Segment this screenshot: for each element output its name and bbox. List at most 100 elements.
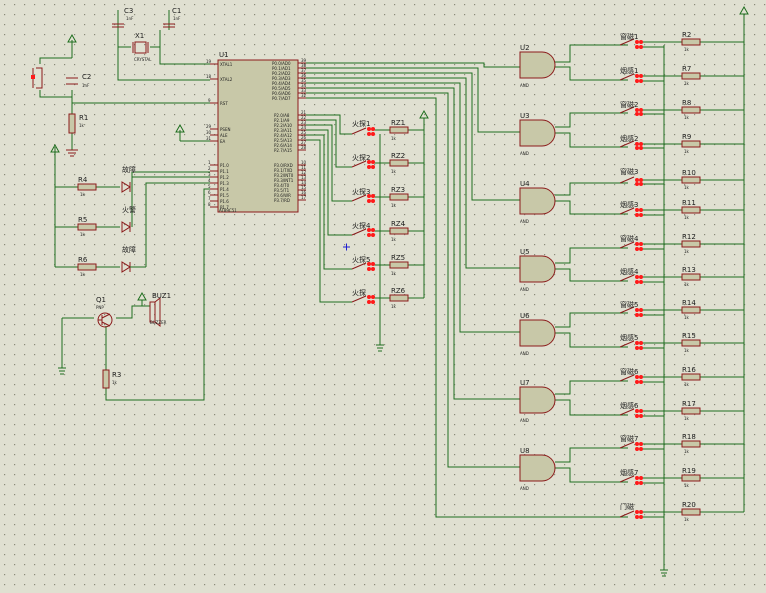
pin-num-2: 2: [208, 166, 211, 171]
u8-part: AND: [520, 486, 529, 491]
pin-num-10: 10: [301, 160, 307, 165]
pin-num-24: 24: [301, 125, 307, 130]
and-gates[interactable]: U2 U3 U4 U5 U6 U7 U8 AND AND AND AND AND…: [306, 44, 628, 518]
pin-num-16: 16: [301, 190, 307, 195]
u1-microcontroller[interactable]: U1 AT89C51 XTAL1 XTAL2 RST PSEN ALE EA P…: [206, 51, 307, 213]
window-sensor-5-label: 窗磁5: [620, 300, 638, 309]
reset-circuit[interactable]: C2 1nF R1 1k: [31, 33, 210, 157]
led-fault-2-label: 故障: [122, 245, 136, 254]
c1-label: C1: [172, 7, 181, 15]
pin-rst-label: RST: [220, 101, 228, 106]
window-sensor-3-label: 窗磁3: [620, 167, 638, 176]
pin-p16-label: P1.6: [220, 199, 229, 204]
cursor-crosshair: [343, 243, 350, 251]
window-sensor-4-label: 窗磁4: [620, 234, 639, 243]
pin-num-37: 37: [301, 68, 307, 73]
window-sensor-6-label: 窗磁6: [620, 367, 639, 376]
u3-label: U3: [520, 112, 530, 120]
rz3-value: 1k: [391, 203, 397, 208]
pin-num-26: 26: [301, 135, 307, 140]
r3-label: R3: [112, 371, 121, 379]
rz1-label: RZ1: [391, 119, 405, 127]
pin-p21-label: P2.1/A9: [274, 118, 290, 123]
q1-label: Q1: [96, 296, 106, 304]
rz4-label: RZ4: [391, 220, 406, 228]
r5-value: 1k: [80, 232, 86, 237]
pin-p14-label: P1.4: [220, 187, 229, 192]
pin-p00-label: P0.0/AD0: [272, 61, 291, 66]
r6-value: 1k: [80, 272, 86, 277]
pin-p05-label: P0.5/AD5: [272, 86, 291, 91]
pin-ale-label: ALE: [220, 133, 228, 138]
smoke-sensor-4-label: 烟感4: [620, 267, 639, 276]
r8-label: R8: [682, 99, 691, 107]
pin-num-19: 19: [206, 59, 212, 64]
u4-label: U4: [520, 180, 530, 188]
u5-label: U5: [520, 248, 530, 256]
pin-num-39: 39: [301, 58, 307, 63]
rz3-label: RZ3: [391, 186, 405, 194]
pin-p27-label: P2.7/A15: [274, 148, 292, 153]
pin-p01-label: P0.1/AD1: [272, 66, 291, 71]
r14-label: R14: [682, 299, 696, 307]
q1-part: PNP: [96, 305, 104, 310]
u7-part: AND: [520, 418, 529, 423]
pin-num-38: 38: [301, 63, 307, 68]
u6-part: AND: [520, 351, 529, 356]
pin-num-5: 5: [208, 184, 211, 189]
u1-label: U1: [219, 51, 229, 59]
rz4-value: 1k: [391, 237, 397, 242]
r2-label: R2: [682, 31, 691, 39]
pin-num-1: 1: [208, 160, 211, 165]
pin-p06-label: P0.6/AD6: [272, 91, 291, 96]
sensor-switches[interactable]: 窗磁1 烟感1 窗磁2 烟感2 窗磁3 烟感3 窗磁4 烟感4 窗磁5 烟感5 …: [612, 5, 749, 577]
window-sensor-2-label: 窗磁2: [620, 100, 638, 109]
pin-num-28: 28: [301, 145, 307, 150]
smoke-sensor-3-label: 烟感3: [620, 200, 638, 209]
pin-num-35: 35: [301, 78, 307, 83]
r10-value: 1k: [684, 185, 690, 190]
fire-detector-2-label: 火探2: [352, 153, 370, 162]
r11-value: 1k: [684, 215, 690, 220]
buzzer-circuit[interactable]: Q1 PNP R3 1k BUZ1 BUZZER: [58, 188, 210, 401]
r12-value: 1k: [684, 249, 690, 254]
pin-p15-label: P1.5: [220, 193, 229, 198]
r19-label: R19: [682, 467, 696, 475]
pin-p26-label: P2.6/A14: [274, 143, 292, 148]
oscillator-circuit[interactable]: C3 1nF C1 1nF X1 CRYSTAL: [112, 7, 210, 81]
pin-p22-label: P2.2/A10: [274, 123, 292, 128]
pin-p33-label: P3.3/INT1: [274, 178, 294, 183]
pin-p34-label: P3.4/T0: [274, 183, 290, 188]
r11-label: R11: [682, 199, 696, 207]
pin-p35-label: P3.5/T1: [274, 188, 290, 193]
r7-label: R7: [682, 65, 691, 73]
fire-detectors[interactable]: 火探1 火探2 火探3 火探4 火探5 火探 RZ1 RZ2 RZ3 RZ4 R…: [306, 109, 429, 352]
fire-detector-1-label: 火探1: [352, 119, 370, 128]
led-fault-1-label: 故障: [122, 165, 136, 174]
pin-p25-label: P2.5/A13: [274, 138, 292, 143]
smoke-sensor-5-label: 烟感5: [620, 333, 638, 342]
pin-num-32: 32: [301, 93, 307, 98]
pin-num-31: 31: [206, 136, 212, 141]
pin-p11-label: P1.1: [220, 169, 229, 174]
rz6-label: RZ6: [391, 287, 406, 295]
r18-value: 1k: [684, 449, 690, 454]
indicator-leds[interactable]: R4 R5 R6 1k 1k 1k 故障 火警 故障: [50, 143, 210, 277]
pin-num-22: 22: [301, 115, 307, 120]
pin-num-12: 12: [301, 170, 307, 175]
pin-num-4: 4: [208, 178, 211, 183]
pin-p30-label: P3.0/RXD: [274, 163, 293, 168]
c3-label: C3: [124, 7, 133, 15]
pin-num-25: 25: [301, 130, 307, 135]
r18-label: R18: [682, 433, 696, 441]
rz5-label: RZ5: [391, 254, 405, 262]
u8-label: U8: [520, 447, 530, 455]
led-fire-label: 火警: [122, 205, 136, 214]
pin-num-30: 30: [206, 130, 212, 135]
pin-p37-label: P3.7/RD: [274, 198, 290, 203]
r17-value: 1k: [684, 416, 690, 421]
r9-value: 1k: [684, 149, 690, 154]
r7-value: 1k: [684, 81, 690, 86]
u7-label: U7: [520, 379, 530, 387]
